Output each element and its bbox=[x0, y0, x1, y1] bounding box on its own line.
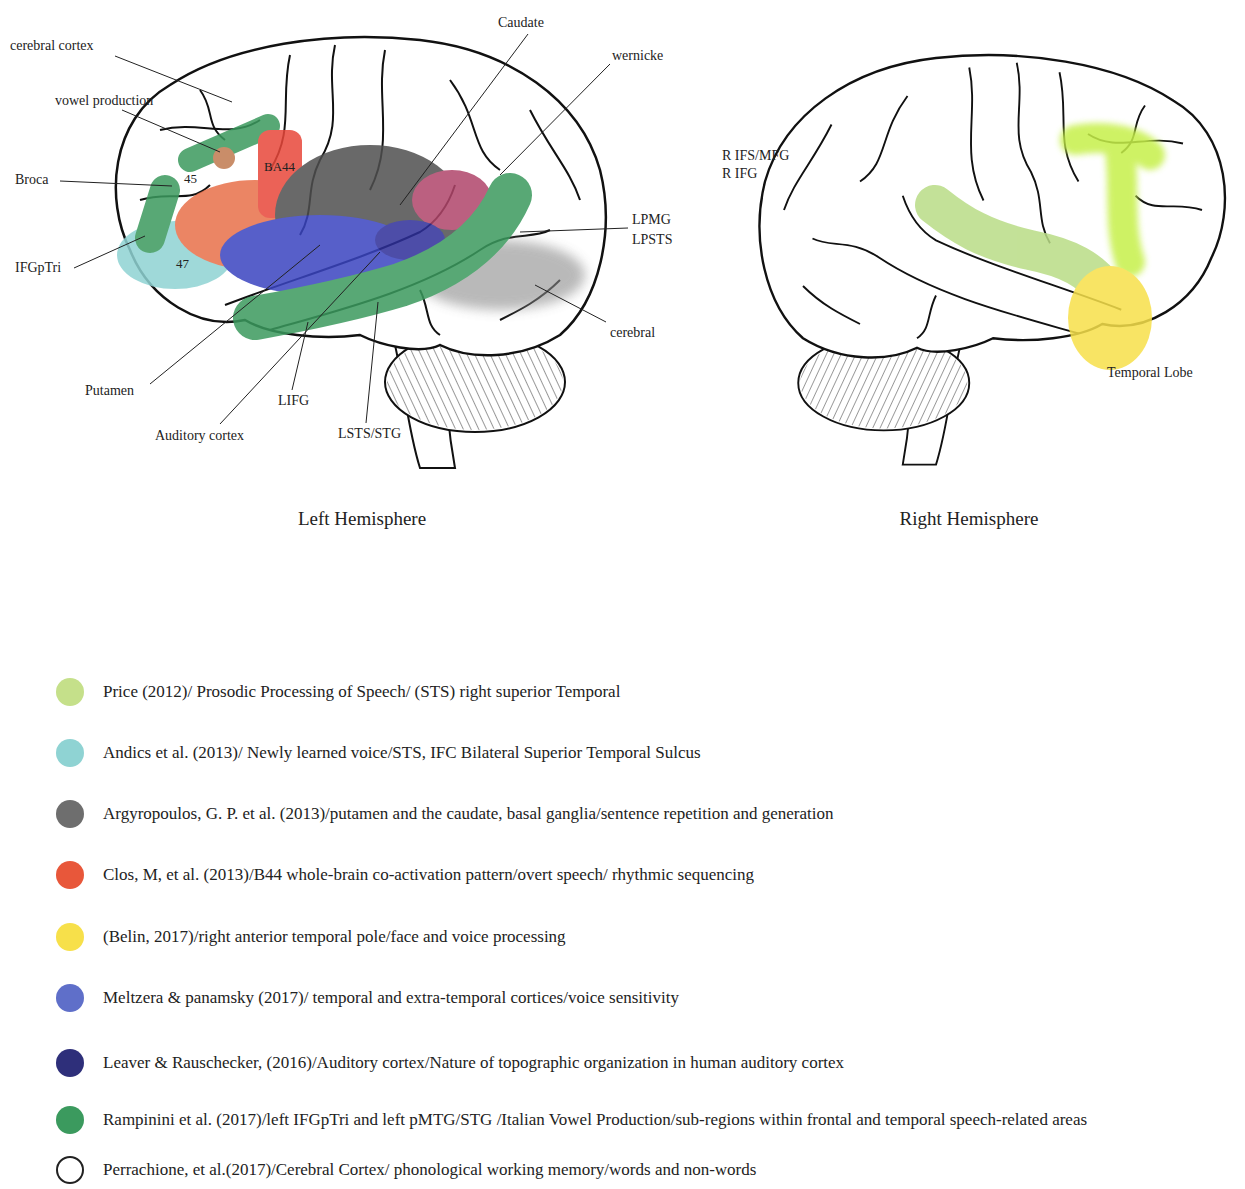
region-label: LPSTS bbox=[632, 232, 672, 248]
region-label: Broca bbox=[15, 172, 48, 188]
legend-text: Clos, M, et al. (2013)/B44 whole-brain c… bbox=[103, 865, 754, 885]
region-label: Putamen bbox=[85, 383, 134, 399]
legend-swatch bbox=[56, 1049, 84, 1077]
hemisphere-caption: Right Hemisphere bbox=[900, 508, 1039, 530]
legend-swatch bbox=[56, 1106, 84, 1134]
region-label: R IFS/MFG bbox=[722, 148, 789, 164]
region-label: LIFG bbox=[278, 393, 309, 409]
legend-text: Perrachione, et al.(2017)/Cerebral Corte… bbox=[103, 1160, 756, 1180]
legend-text: Meltzera & panamsky (2017)/ temporal and… bbox=[103, 988, 679, 1008]
hemisphere-caption: Left Hemisphere bbox=[298, 508, 426, 530]
legend-swatch bbox=[56, 984, 84, 1012]
region-label: LSTS/STG bbox=[338, 426, 401, 442]
region-label: LPMG bbox=[632, 212, 671, 228]
legend-text: Price (2012)/ Prosodic Processing of Spe… bbox=[103, 682, 620, 702]
legend-swatch bbox=[56, 923, 84, 951]
region-label: cerebral bbox=[610, 325, 655, 341]
region-label: R IFG bbox=[722, 166, 757, 182]
region-label: cerebral cortex bbox=[10, 38, 94, 54]
legend-text: Rampinini et al. (2017)/left IFGpTri and… bbox=[103, 1110, 1087, 1130]
region-label: 45 bbox=[184, 172, 197, 187]
region-label: IFGpTri bbox=[15, 260, 61, 276]
region-label: wernicke bbox=[612, 48, 663, 64]
region-label: 47 bbox=[176, 257, 189, 272]
region-label: Caudate bbox=[498, 15, 544, 31]
region-label: Auditory cortex bbox=[155, 428, 244, 444]
legend-swatch bbox=[56, 861, 84, 889]
region-label: vowel production bbox=[55, 93, 153, 109]
region-label: BA44 bbox=[264, 160, 295, 175]
legend-swatch bbox=[56, 1156, 84, 1184]
region-label: Temporal Lobe bbox=[1107, 365, 1193, 381]
legend-text: Leaver & Rauschecker, (2016)/Auditory co… bbox=[103, 1053, 844, 1073]
legend-text: Argyropoulos, G. P. et al. (2013)/putame… bbox=[103, 804, 833, 824]
legend-text: Andics et al. (2013)/ Newly learned voic… bbox=[103, 743, 701, 763]
legend-text: (Belin, 2017)/right anterior temporal po… bbox=[103, 927, 566, 947]
legend-swatch bbox=[56, 800, 84, 828]
legend-swatch bbox=[56, 739, 84, 767]
legend-swatch bbox=[56, 678, 84, 706]
